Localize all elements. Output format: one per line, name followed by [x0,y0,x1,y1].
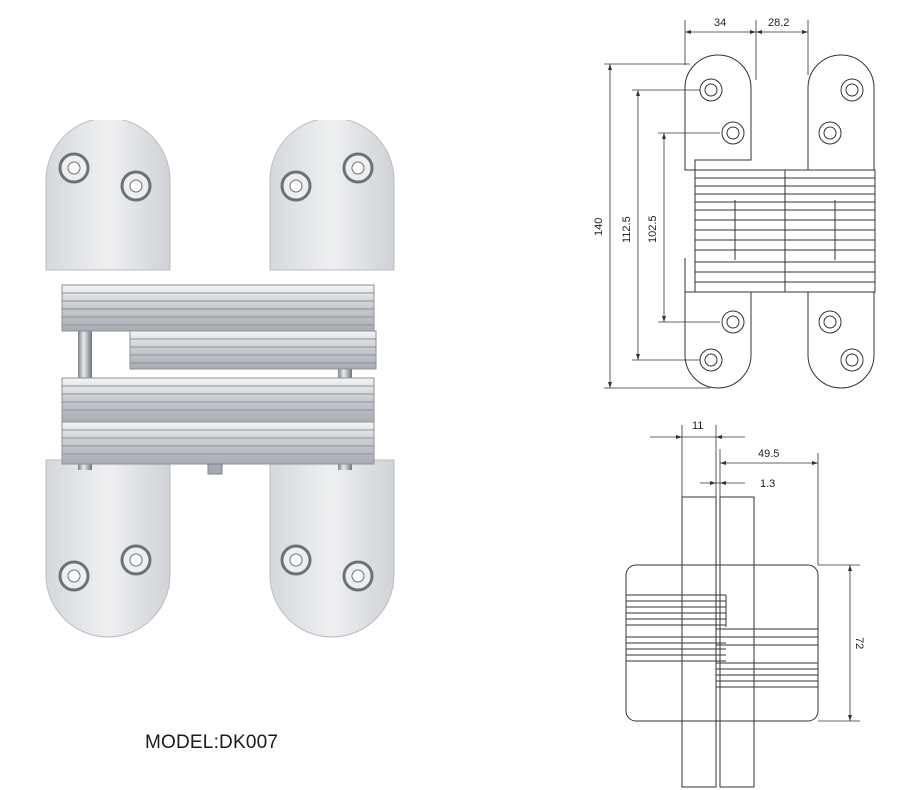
left-bottom-plate [45,459,171,638]
model-label: MODEL:DK007 [145,732,279,753]
right-bottom-plate [269,459,395,638]
hinge-photo [45,120,395,638]
dim-leaf-width: 11 [692,420,703,432]
link-stack-upper [61,284,377,370]
link-stack-lower [61,377,375,465]
screw-hole-icon [58,152,374,592]
side-view-drawing: 11 49.5 1.3 72 [625,420,865,788]
left-top-plate [45,120,171,271]
dim-height-total: 140 [593,218,605,236]
dim-width-left: 34 [714,17,726,29]
front-view-drawing: 34 28.2 140 112.5 102.5 [593,17,876,389]
dim-height-inner-holes: 102.5 [647,215,659,243]
dim-depth: 49.5 [758,448,779,460]
dim-width-right: 28.2 [768,17,789,29]
dim-body-height: 72 [853,637,865,649]
dim-gap: 1.3 [760,478,775,490]
dim-height-outer-holes: 112.5 [621,216,633,243]
